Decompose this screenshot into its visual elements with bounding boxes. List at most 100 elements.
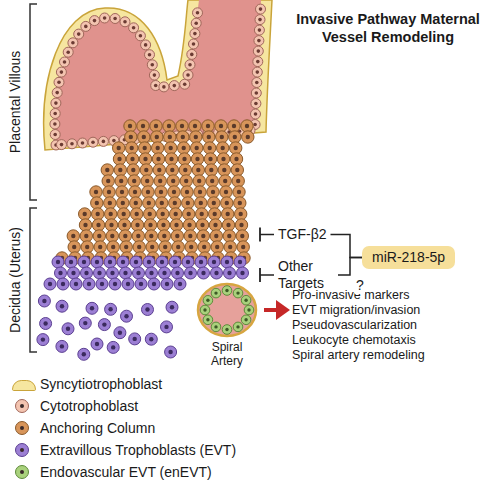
cytotrophoblast-cell — [147, 60, 157, 70]
enevt-cell-nucleus — [214, 325, 217, 328]
cytotrophoblast-cell — [56, 67, 66, 77]
anchoring-column-cell — [79, 208, 91, 220]
cytotrophoblast-cell — [90, 16, 100, 26]
evt-cell — [91, 256, 103, 268]
anchoring-column-cell-nucleus — [135, 223, 139, 227]
anchoring-column-cell — [168, 186, 180, 198]
anchoring-column-cell-nucleus — [122, 212, 126, 216]
legend-swatch — [15, 465, 29, 479]
evt-cell-nucleus — [149, 271, 153, 275]
anchoring-column-cell — [150, 120, 162, 132]
evt-cell-nucleus — [48, 282, 52, 286]
evt-cell-nucleus — [108, 307, 112, 311]
anchoring-column-cell — [93, 230, 105, 242]
anchoring-column-cell — [104, 197, 116, 209]
anchoring-column-cell-nucleus — [119, 179, 123, 183]
evt-cell-nucleus — [164, 325, 168, 329]
anchoring-column-cell — [118, 219, 130, 231]
cytotrophoblast-cell-nucleus — [193, 32, 197, 36]
anchoring-column-cell — [119, 230, 131, 242]
anchoring-column-cell-nucleus — [143, 146, 147, 150]
anchoring-column-cell — [90, 186, 102, 198]
node-text: Leukocyte chemotaxis — [292, 333, 425, 348]
anchoring-column-cell-nucleus — [134, 201, 138, 205]
anchoring-column-cell-nucleus — [97, 234, 101, 238]
inhibition-bars — [260, 228, 274, 283]
anchoring-column-cell — [144, 208, 156, 220]
edge-label: ? — [355, 277, 365, 294]
enevt-cell-nucleus — [225, 289, 228, 292]
anchoring-column-cell-nucleus — [157, 168, 161, 172]
anchoring-column-cell — [120, 241, 132, 253]
anchoring-column-cell-nucleus — [144, 168, 148, 172]
anchoring-column-cell-nucleus — [145, 179, 149, 183]
anchoring-column-cell — [169, 197, 181, 209]
anchoring-column-cell-nucleus — [224, 190, 228, 194]
anchoring-column-cell — [180, 175, 192, 187]
anchoring-column-cell-nucleus — [193, 124, 197, 128]
anchoring-column-cell-nucleus — [195, 146, 199, 150]
syncytiotrophoblast-layer — [44, 0, 272, 150]
evt-cell — [94, 267, 106, 279]
cytotrophoblast-cell — [169, 81, 179, 91]
anchoring-column-cell-nucleus — [155, 135, 159, 139]
anchoring-column-cell — [170, 219, 182, 231]
evt-cell-nucleus — [66, 327, 70, 331]
cytotrophoblast-cell — [54, 77, 64, 87]
evt-cell — [104, 256, 116, 268]
cytotrophoblast-cell — [254, 25, 264, 35]
evt-cell — [237, 267, 249, 279]
effect-list: Pro-invasive markersEVT migration/invasi… — [292, 288, 425, 363]
anchoring-column-cell-nucleus — [226, 212, 230, 216]
cytotrophoblast-cell — [50, 130, 60, 140]
anchoring-column-cell-nucleus — [207, 135, 211, 139]
cytotrophoblast-cell — [141, 40, 151, 50]
evt-cell — [211, 267, 223, 279]
anchoring-column-cell — [115, 175, 127, 187]
cytotrophoblast-cell-nucleus — [256, 60, 260, 64]
evt-cell — [55, 267, 67, 279]
anchoring-column-cell-nucleus — [228, 245, 232, 249]
evt-cell — [62, 323, 74, 335]
anchoring-column-cell — [235, 208, 247, 220]
anchoring-column-cell — [222, 208, 234, 220]
anchoring-column-cell-nucleus — [208, 146, 212, 150]
anchoring-column-cell-nucleus — [150, 245, 154, 249]
anchoring-column-cell-nucleus — [128, 124, 132, 128]
cytotrophoblast-cell — [253, 46, 263, 56]
anchoring-column-cell — [139, 142, 151, 154]
anchoring-column-cell — [182, 197, 194, 209]
anchoring-column-cell-nucleus — [209, 168, 213, 172]
evt-cell — [145, 333, 157, 345]
anchoring-column-cell — [216, 131, 228, 143]
evt-cell-nucleus — [95, 260, 99, 264]
anchoring-column-cell — [203, 131, 215, 143]
anchoring-column-cell-nucleus — [220, 135, 224, 139]
anchoring-column-cell — [211, 241, 223, 253]
anchoring-column-cell-nucleus — [208, 157, 212, 161]
cytotrophoblast-cell — [253, 57, 263, 67]
enevt-cell-nucleus — [206, 299, 209, 302]
anchoring-column-cell — [102, 175, 114, 187]
region-label: Placental Villous — [7, 51, 23, 153]
anchoring-column-cell-nucleus — [135, 212, 139, 216]
cytotrophoblast-cell — [193, 8, 203, 18]
evt-cell-nucleus — [145, 307, 149, 311]
cytotrophoblast-cell-nucleus — [53, 112, 57, 116]
cytotrophoblast-cell-nucleus — [54, 101, 58, 105]
anchoring-column-cell-nucleus — [131, 168, 135, 172]
connector — [331, 235, 363, 258]
evt-cell — [56, 300, 68, 312]
evt-cell — [107, 341, 119, 353]
cytotrophoblast-cell — [256, 4, 266, 14]
evt-cell-nucleus — [201, 271, 205, 275]
anchoring-column-cells — [56, 120, 254, 264]
anchoring-column-cell — [195, 197, 207, 209]
cytotrophoblast-cell — [254, 36, 264, 46]
cytotrophoblast-cell-nucleus — [257, 39, 261, 43]
anchoring-column-cell — [189, 120, 201, 132]
anchoring-column-cell — [171, 230, 183, 242]
evt-cell — [165, 346, 177, 358]
anchoring-column-cell — [94, 241, 106, 253]
anchoring-column-cell-nucleus — [183, 168, 187, 172]
